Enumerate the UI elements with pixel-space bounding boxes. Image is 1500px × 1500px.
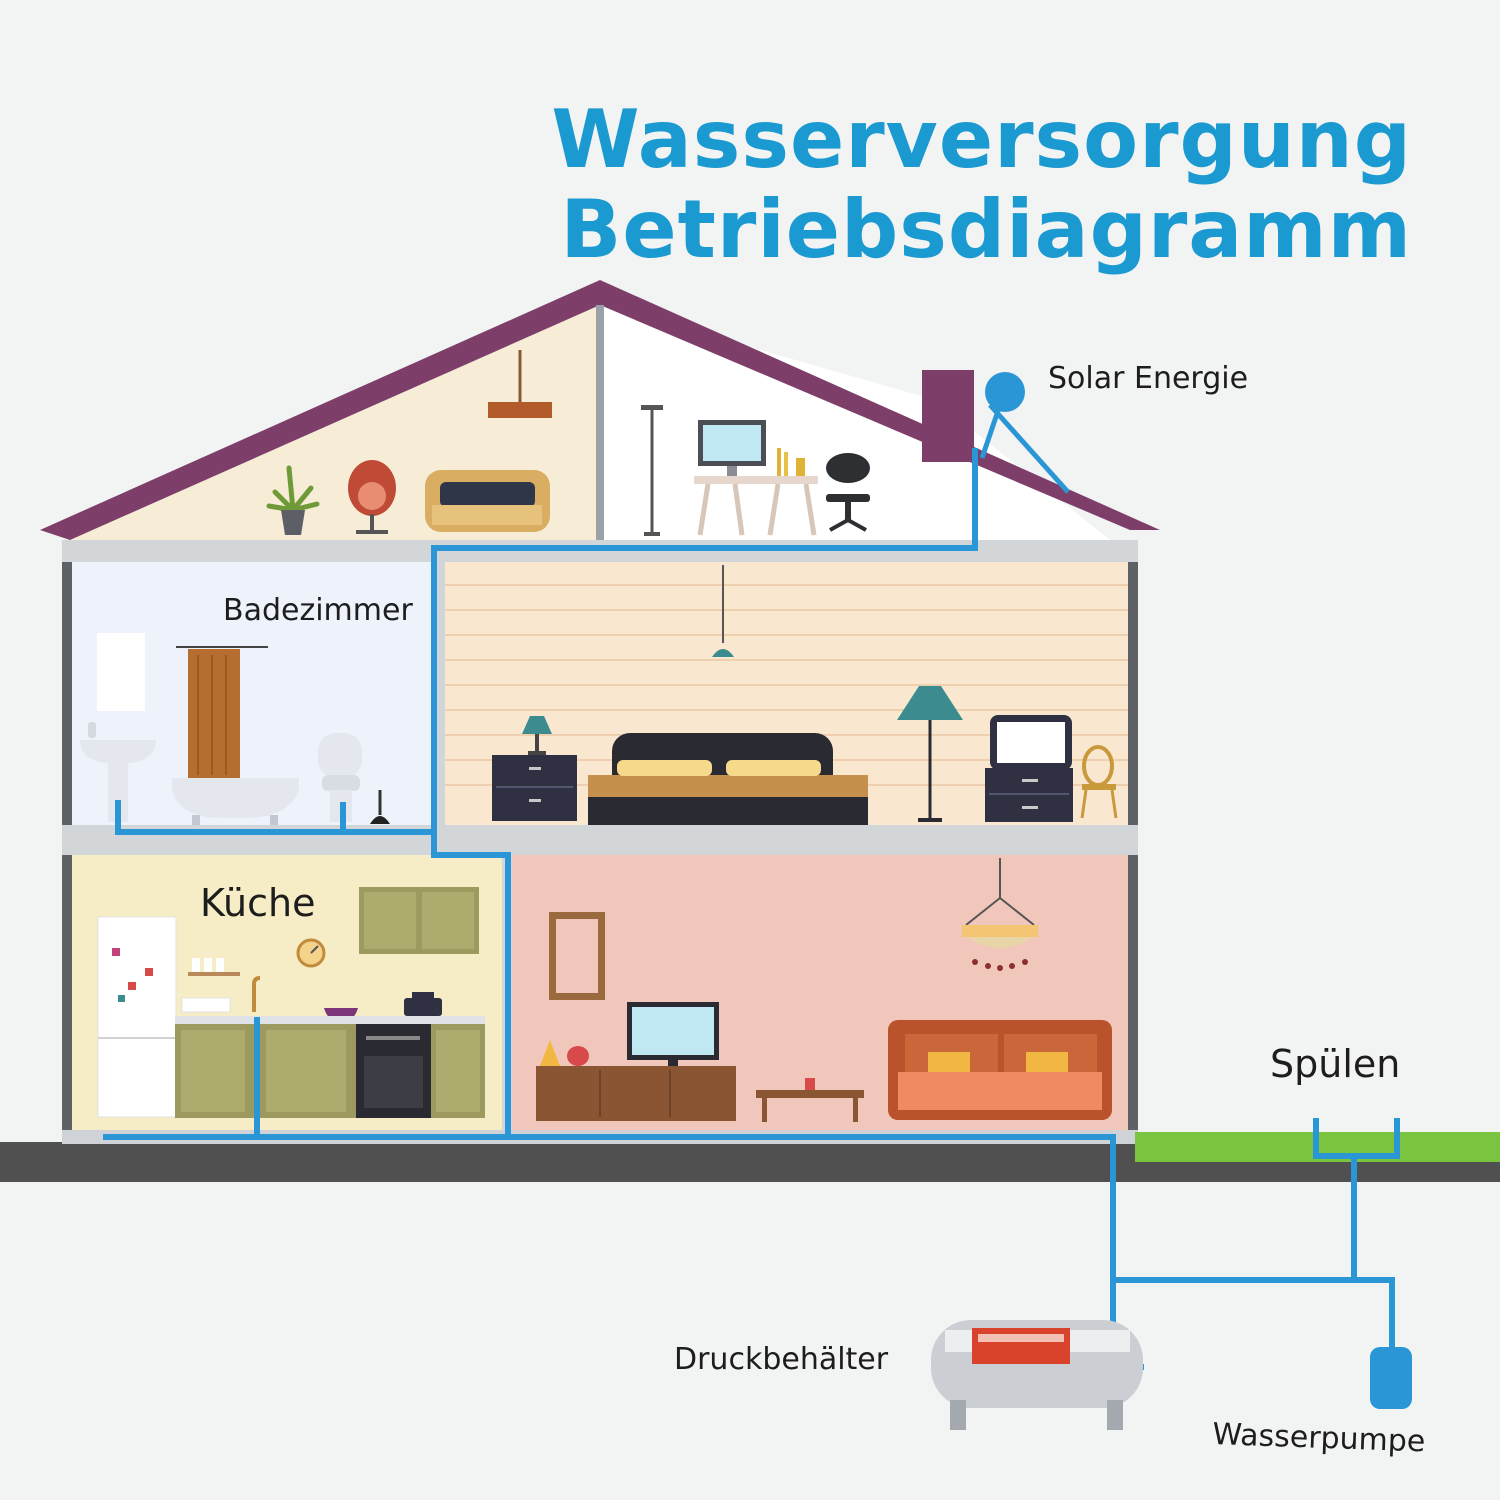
upper-cabinets	[359, 887, 479, 954]
tv-stand	[536, 1066, 736, 1121]
floor-lamp-office	[641, 405, 663, 536]
toilet-plunger	[370, 790, 390, 824]
ceiling-lamp-attic	[488, 350, 552, 418]
flush-fixture-pipe	[1313, 1118, 1400, 1159]
office-desk	[694, 476, 818, 536]
television	[627, 1002, 719, 1066]
nightstand-left	[492, 755, 577, 821]
attic-sofa	[425, 470, 550, 532]
table-lamp-left	[522, 716, 552, 755]
label-bathroom: Badezimmer	[223, 593, 413, 628]
desk-plants	[777, 448, 805, 476]
kitchen-faucet	[252, 976, 261, 1012]
office-chair	[826, 453, 870, 532]
coffee-table	[756, 1078, 864, 1122]
bathtub	[172, 778, 299, 825]
attic-divider	[596, 305, 604, 545]
pump-branch-pipe	[1113, 1277, 1395, 1352]
kitchen-shelf	[181, 958, 240, 1013]
title-line-2: Betriebsdiagramm	[560, 183, 1412, 276]
kitchen-countertop	[175, 1016, 485, 1024]
water-pump	[1370, 1347, 1412, 1409]
label-flush: Spülen	[1270, 1042, 1401, 1086]
bed	[588, 733, 868, 825]
bathroom-pipe	[115, 800, 434, 835]
vases	[540, 1040, 589, 1066]
label-kitchen: Küche	[200, 881, 316, 925]
vanity-dresser	[985, 715, 1073, 822]
chimney	[922, 370, 974, 462]
interior-wall-upper	[434, 560, 445, 825]
refrigerator	[97, 916, 177, 1118]
cooking-pot	[404, 992, 442, 1016]
solar-panel	[979, 372, 1070, 494]
bathroom-window	[97, 633, 145, 711]
label-water-pump: Wasserpumpe	[1211, 1417, 1426, 1460]
label-solar-energy: Solar Energie	[1048, 361, 1249, 396]
vanity-chair	[1080, 745, 1118, 819]
wall-picture	[549, 912, 605, 1000]
toilet	[318, 733, 362, 822]
attic-right-room	[604, 305, 1110, 540]
chandelier	[962, 858, 1038, 971]
washbasin	[80, 722, 156, 822]
pendant-lamp-bedroom	[712, 565, 734, 657]
label-pressure-tank: Druckbehälter	[674, 1342, 889, 1377]
oven	[356, 1024, 431, 1118]
living-sofa	[888, 1020, 1112, 1120]
main-riser-pipe	[431, 448, 1116, 1182]
potted-plant	[266, 465, 320, 535]
pressure-tank	[931, 1320, 1143, 1430]
lower-cabinets	[175, 1024, 485, 1118]
computer-monitor	[698, 420, 766, 476]
egg-chair	[348, 460, 396, 534]
floor-lamp-bedroom	[897, 686, 963, 822]
wall-clock	[296, 938, 326, 968]
title-line-1: Wasserversorgung	[551, 93, 1412, 186]
shower-curtain	[176, 646, 268, 779]
